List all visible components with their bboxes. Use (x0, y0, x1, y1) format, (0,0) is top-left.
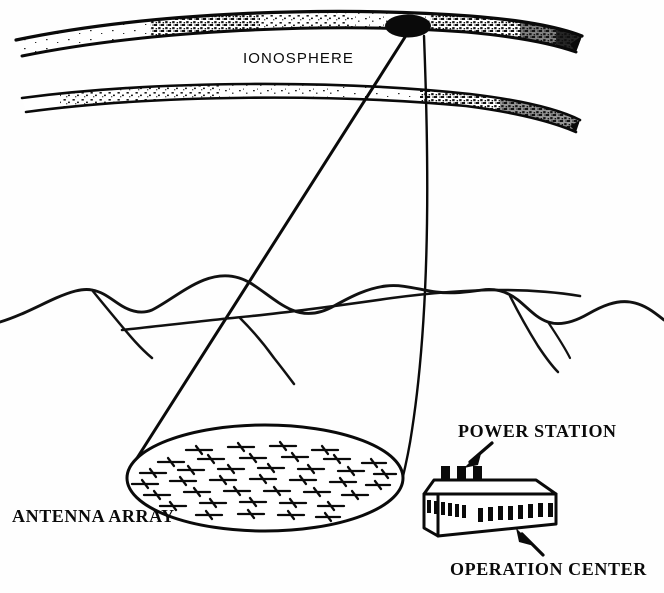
heated-ionospheric-spot (385, 14, 431, 38)
label-antenna-array: ANTENNA ARRAY (12, 506, 175, 526)
operation-center-arrow (516, 528, 545, 557)
ionosphere-lower-band (20, 82, 582, 134)
building-front-wall (436, 492, 558, 538)
antenna-array-field (125, 423, 405, 533)
facility-building (422, 466, 558, 538)
radio-beam-right (398, 34, 429, 491)
chimneys (441, 466, 482, 480)
antenna-dipole-symbols (130, 440, 398, 523)
ionosphere-upper-band (14, 9, 584, 58)
radio-beam-left (130, 32, 409, 468)
label-power-station: POWER STATION (458, 421, 617, 441)
label-operation-center: OPERATION CENTER (450, 559, 647, 579)
power-station-arrow (464, 441, 494, 468)
building-roof (422, 478, 558, 496)
building-left-windows (427, 500, 466, 518)
mountain-range (0, 274, 664, 386)
building-front-windows (478, 503, 553, 522)
label-ionosphere: IONOSPHERE (243, 50, 355, 67)
